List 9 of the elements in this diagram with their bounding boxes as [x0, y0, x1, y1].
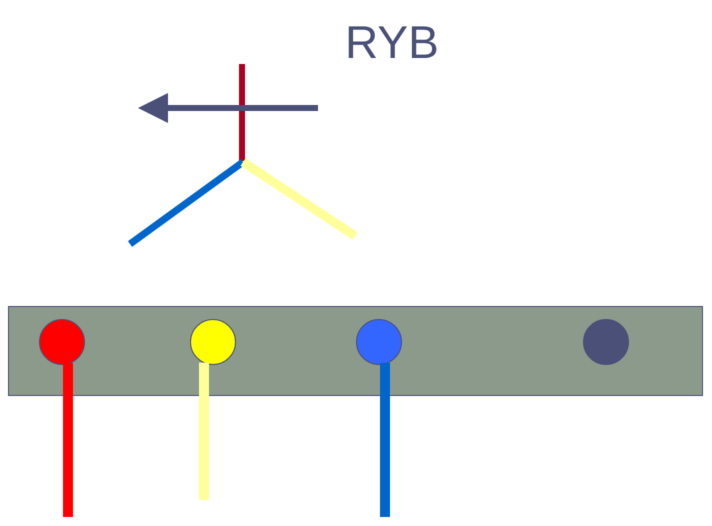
terminal-circle	[356, 319, 402, 365]
wire	[199, 362, 209, 500]
terminal-circle	[39, 319, 85, 365]
wire	[380, 362, 390, 517]
wire	[63, 362, 73, 517]
terminal-circle	[190, 319, 236, 365]
terminal-circle	[583, 319, 629, 365]
terminal-bar	[8, 306, 703, 396]
title: RYB	[345, 15, 439, 70]
